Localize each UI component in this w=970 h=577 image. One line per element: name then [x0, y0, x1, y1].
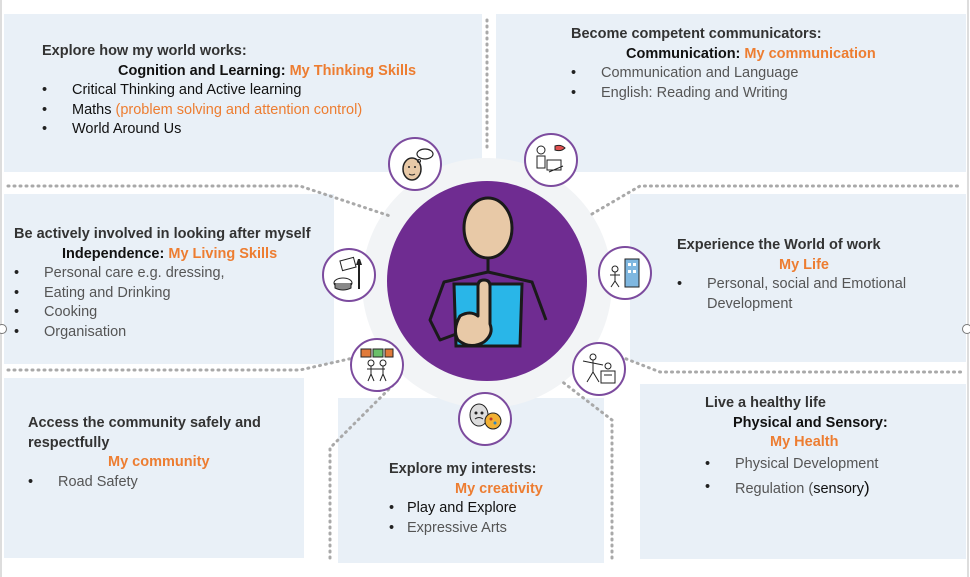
communication-list: Communication and Language English: Read…: [571, 64, 951, 103]
independence-subtitle: Independence: My Living Skills: [14, 245, 324, 265]
health-heading: Live a healthy life: [705, 395, 826, 411]
list-item: Expressive Arts: [389, 519, 599, 539]
community-icon: [350, 338, 404, 392]
world-of-work-icon: [598, 246, 652, 300]
independence-panel: Be actively involved in looking after my…: [14, 225, 324, 342]
living-skills-icon: [322, 248, 376, 302]
health-icon: [572, 342, 626, 396]
list-item: Personal, social and Emotional Developme…: [677, 275, 957, 314]
list-item: World Around Us: [42, 120, 462, 140]
cognition-panel: Explore how my world works: Cognition an…: [42, 42, 462, 140]
list-item: Maths (problem solving and attention con…: [42, 101, 462, 121]
work-list: Personal, social and Emotional Developme…: [677, 275, 957, 314]
work-heading: Experience the World of work: [677, 237, 881, 253]
left-edge-handle: [0, 324, 7, 334]
independence-subtitle-bold: Independence:: [62, 245, 169, 262]
person-pointing-icon: [428, 196, 548, 348]
list-item: Eating and Drinking: [14, 284, 324, 304]
communication-icon: [524, 133, 578, 187]
interests-list: Play and Explore Expressive Arts: [389, 499, 599, 538]
creativity-icon: [458, 392, 512, 446]
cognition-subtitle: Cognition and Learning: My Thinking Skil…: [42, 62, 462, 82]
interests-subtitle: My creativity: [455, 480, 543, 497]
list-item: Regulation (sensory): [705, 478, 960, 500]
regulation-word: sensory: [813, 481, 864, 497]
list-item: Cooking: [14, 303, 324, 323]
cognition-list: Critical Thinking and Active learning Ma…: [42, 81, 462, 140]
list-item: Physical Development: [705, 455, 960, 475]
list-item: Organisation: [14, 323, 324, 343]
cognition-subtitle-orange: My Thinking Skills: [289, 62, 417, 79]
thinking-face-icon: [388, 137, 442, 191]
independence-heading: Be actively involved in looking after my…: [14, 226, 311, 242]
list-item: English: Reading and Writing: [571, 84, 951, 104]
health-panel: Live a healthy life Physical and Sensory…: [705, 394, 960, 500]
maths-note: (problem solving and attention control): [115, 101, 363, 118]
maths-label: Maths: [72, 101, 116, 118]
list-item: Play and Explore: [389, 499, 599, 519]
work-subtitle: My Life: [779, 256, 829, 273]
communication-subtitle-bold: Communication:: [626, 45, 745, 62]
list-item: Road Safety: [28, 473, 288, 493]
community-panel: Access the community safely and respectf…: [28, 414, 288, 492]
independence-subtitle-orange: My Living Skills: [168, 245, 278, 262]
community-list: Road Safety: [28, 473, 288, 493]
community-subtitle: My community: [108, 454, 210, 470]
list-item: Personal care e.g. dressing,: [14, 264, 324, 284]
right-edge-handle: [962, 324, 970, 334]
communication-subtitle-orange: My communication: [744, 45, 876, 62]
interests-heading: Explore my interests:: [389, 461, 537, 477]
cognition-subtitle-bold: Cognition and Learning:: [118, 62, 290, 79]
regulation-label: Regulation (: [735, 481, 814, 497]
health-subtitle-orange: My Health: [770, 434, 839, 450]
cognition-heading: Explore how my world works:: [42, 43, 247, 59]
list-item: Critical Thinking and Active learning: [42, 81, 462, 101]
regulation-close: ): [863, 478, 870, 497]
list-item: Communication and Language: [571, 64, 951, 84]
communication-subtitle: Communication: My communication: [571, 45, 951, 65]
communication-panel: Become competent communicators: Communic…: [571, 25, 951, 103]
independence-list: Personal care e.g. dressing, Eating and …: [14, 264, 324, 342]
communication-heading: Become competent communicators:: [571, 26, 822, 42]
health-list: Physical Development Regulation (sensory…: [705, 455, 960, 500]
interests-panel: Explore my interests: My creativity Play…: [389, 460, 599, 538]
health-subtitle-bold: Physical and Sensory:: [733, 414, 888, 431]
work-panel: Experience the World of work My Life Per…: [677, 236, 957, 314]
community-heading-line1: Access the community safely and: [28, 415, 261, 431]
community-heading-line2: respectfully: [28, 434, 110, 451]
